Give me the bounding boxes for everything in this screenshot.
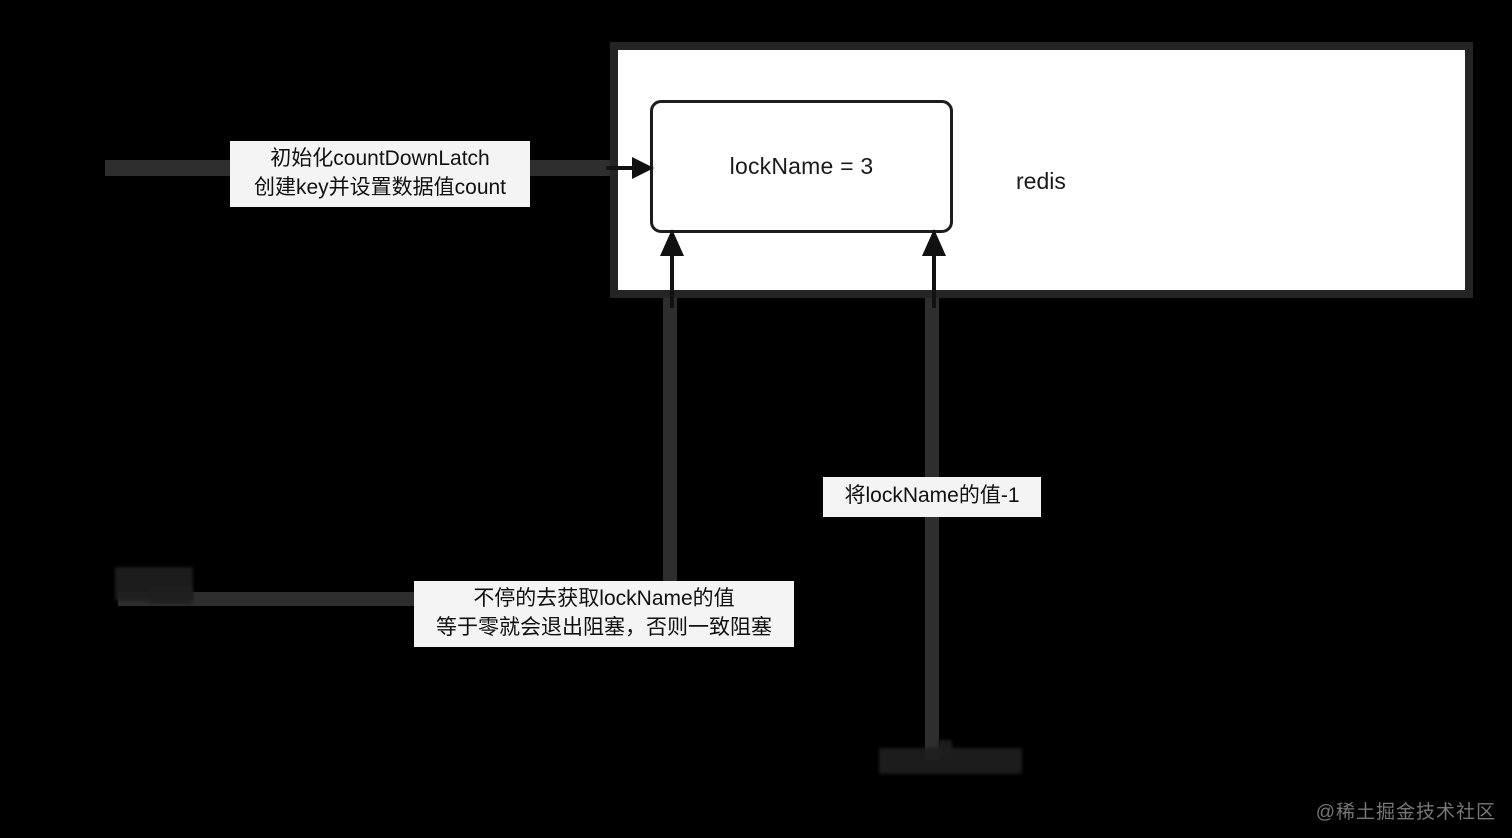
- note-decrement-lockname: 将lockName的值-1: [823, 477, 1041, 517]
- note-init-line1: 初始化countDownLatch: [270, 147, 490, 170]
- arrow-right-icon: [606, 157, 654, 179]
- obscured-left-actor-label-shadow: [150, 586, 192, 604]
- note-blocking-await: 不停的去获取lockName的值 等于零就会退出阻塞，否则一致阻塞: [414, 581, 794, 647]
- connector-countdown-vertical-line: [925, 298, 939, 760]
- arrow-up-right-icon: [922, 229, 946, 308]
- obscured-bottom-actor-tick: [938, 740, 952, 754]
- connector-await-vertical-line: [663, 298, 677, 610]
- connector-blocking-line: [118, 592, 418, 606]
- watermark: @稀土掘金技术社区: [1315, 802, 1496, 823]
- note-init-countdownlatch: 初始化countDownLatch 创建key并设置数据值count: [230, 141, 530, 207]
- lock-name-box: lockName = 3: [650, 100, 953, 233]
- note-blocking-line1: 不停的去获取lockName的值: [473, 587, 735, 610]
- note-init-line2: 创建key并设置数据值count: [253, 176, 507, 199]
- note-blocking-line2: 等于零就会退出阻塞，否则一致阻塞: [436, 616, 772, 639]
- arrow-up-left-icon: [660, 229, 684, 308]
- lock-name-label: lockName = 3: [729, 153, 874, 179]
- redis-label: redis: [1016, 168, 1066, 194]
- note-decrement-line1: 将lockName的值-1: [844, 484, 1020, 507]
